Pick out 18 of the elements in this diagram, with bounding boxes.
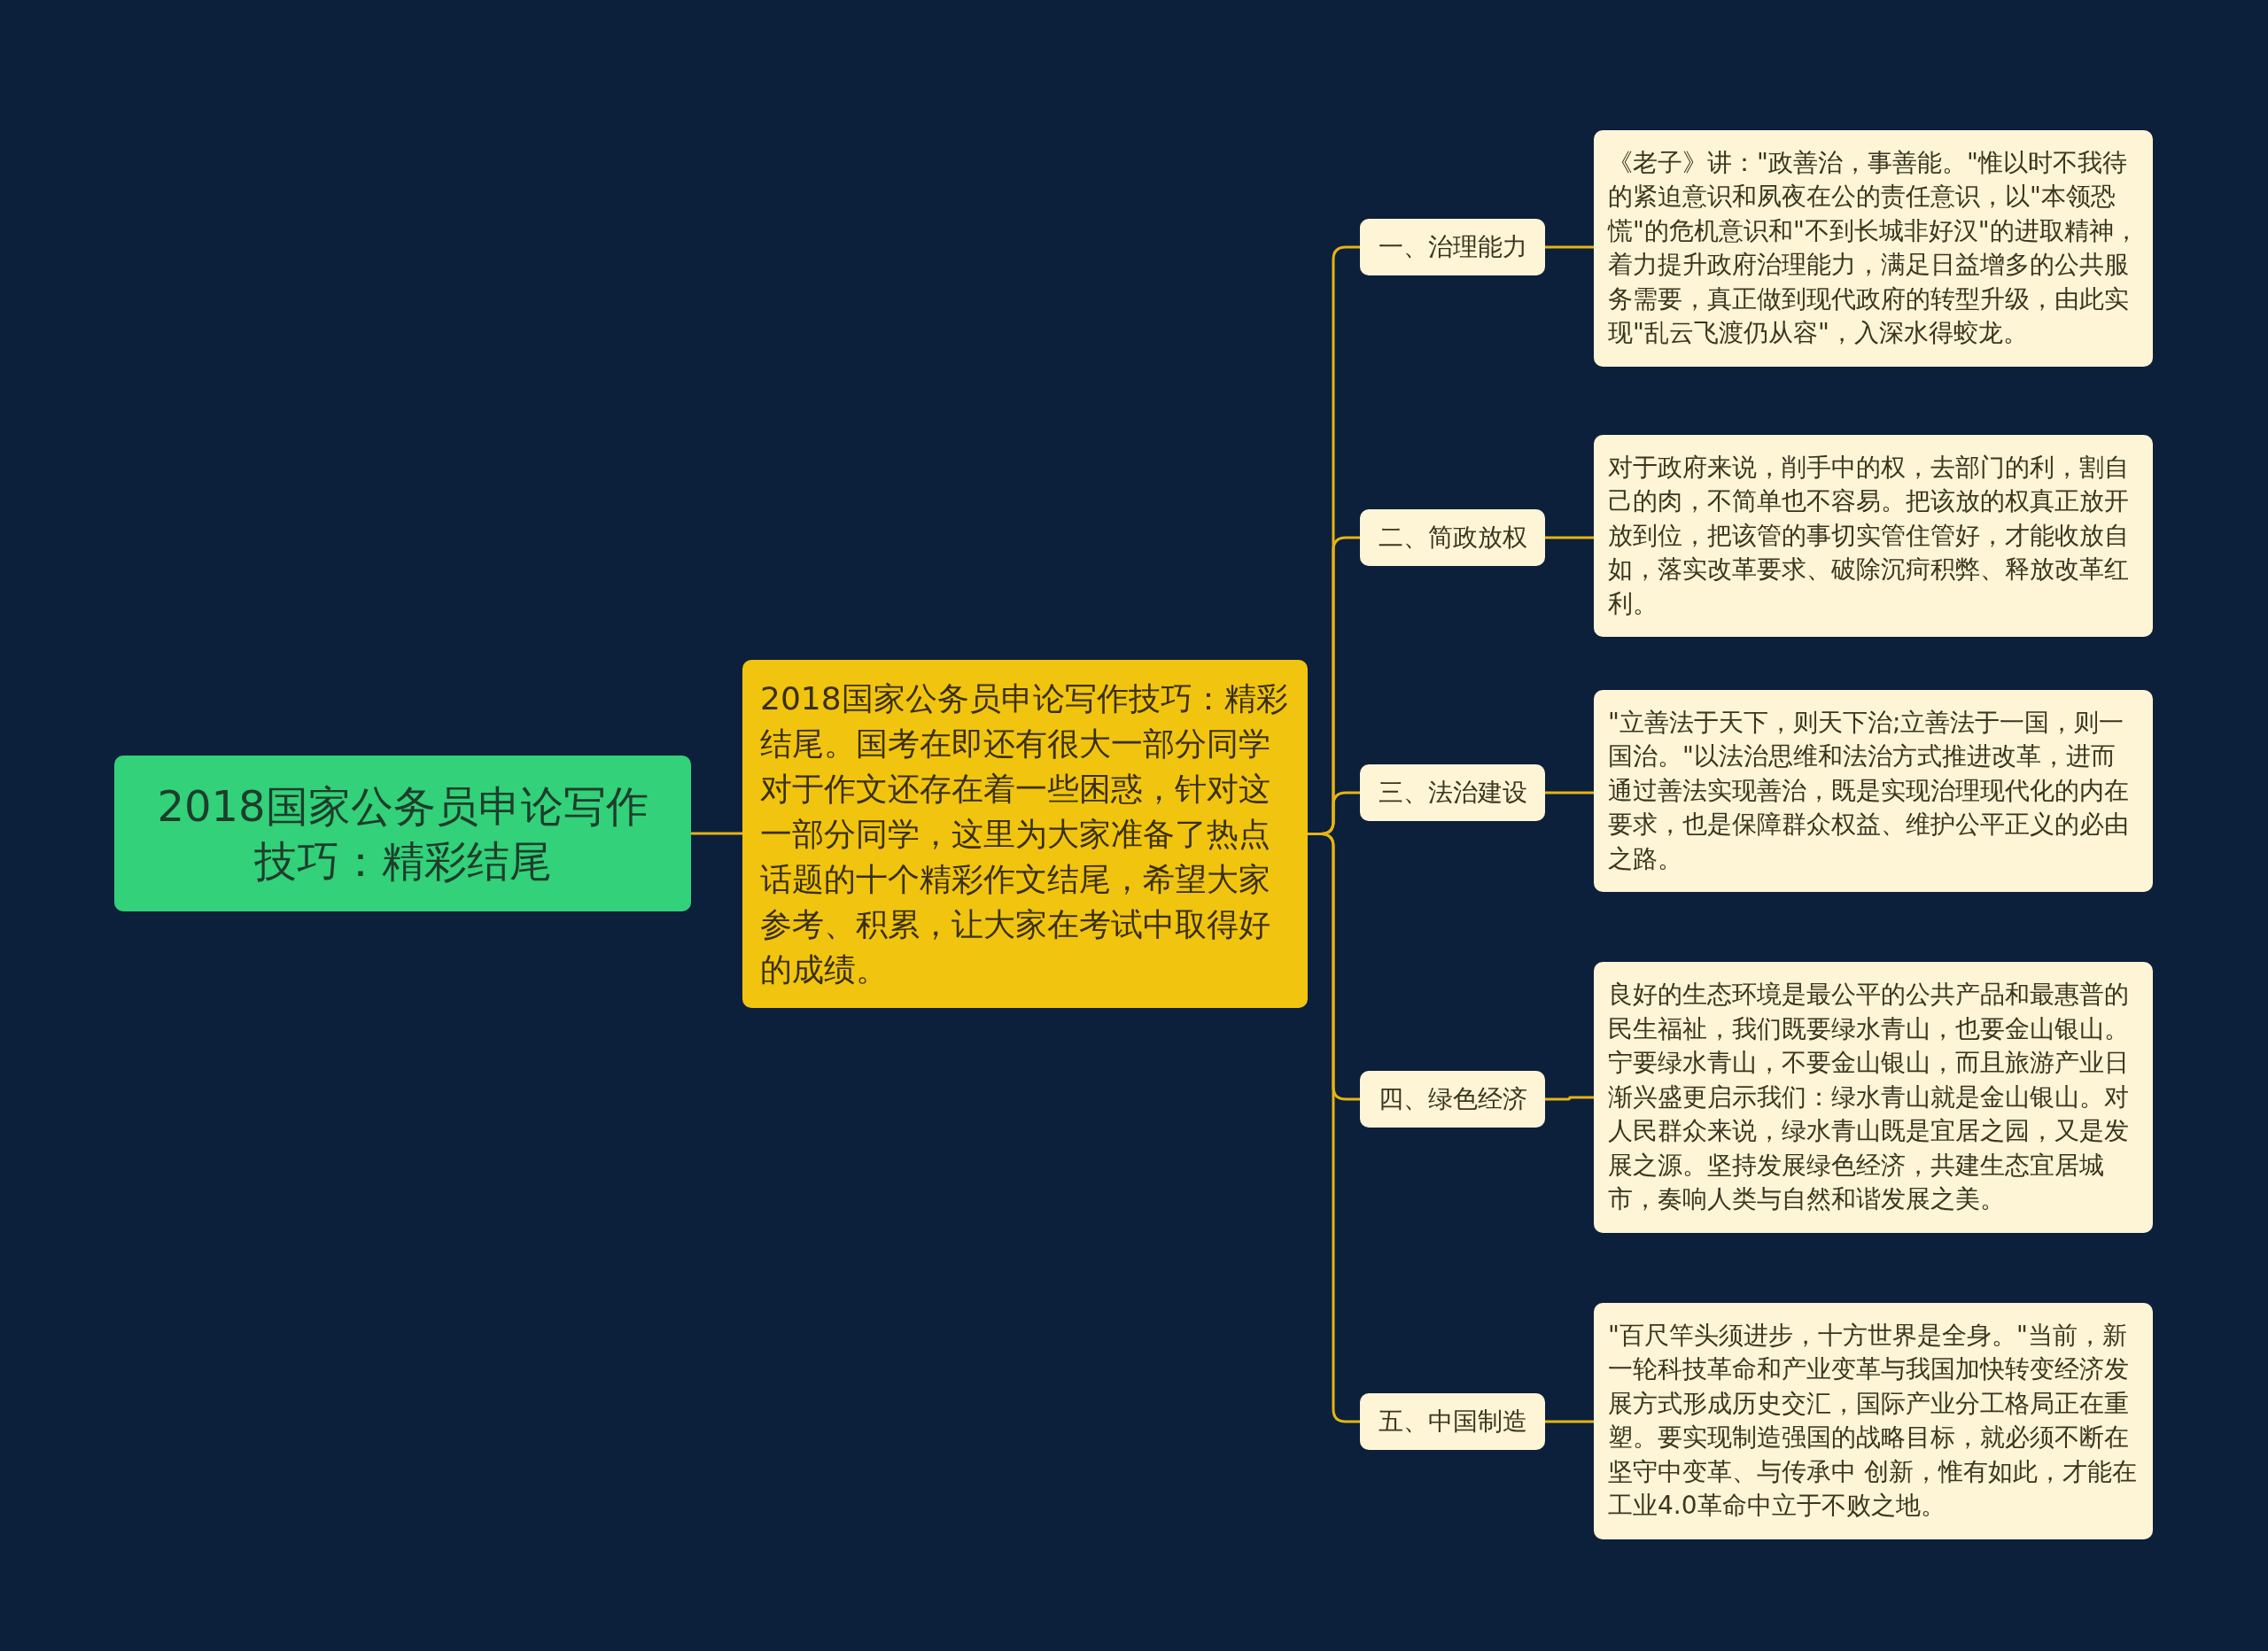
summary-box: 2018国家公务员申论写作技巧：精彩结尾。国考在即还有很大一部分同学对于作文还存在着一些困惑，针对这一部分同学，这里为大家准备了热点话题的十个精彩作文结尾，希望大家参考、积累，让大家在考试中取得好的成绩。 xyxy=(742,659,1308,1008)
connector-line xyxy=(1545,245,1594,249)
topic-box: 2018国家公务员申论写作技巧：精彩结尾 xyxy=(114,756,691,911)
branch-box: 三、法治建设 xyxy=(1360,764,1545,821)
note-box: "百尺竿头须进步，十方世界是全身。"当前，新一轮科技革命和产业变革与我国加快转变经济发展方式形成历史交汇，国际产业分工格局正在重塑。要实现制造强国的战略目标，就必须不断在坚守中变革、与传承中 创新，惟有如此，才能在工业4.0革命中立于不败之地。 xyxy=(1594,1302,2153,1539)
note-box: 对于政府来说，削手中的权，去部门的利，割自己的肉，不简单也不容易。把该放的权真正放开放到位，把该管的事切实管住管好，才能收放自如，落实改革要求、破除沉疴积弊、释放改革红利。 xyxy=(1594,434,2153,637)
connector-line xyxy=(691,832,742,835)
branch-box: 五、中国制造 xyxy=(1360,1393,1545,1450)
connector-line xyxy=(1545,1420,1594,1423)
branch-box: 二、简政放权 xyxy=(1360,509,1545,566)
note-box: 《老子》讲："政善治，事善能。"惟以时不我待的紧迫意识和夙夜在公的责任意识，以"本领恐慌"的危机意识和"不到长城非好汉"的进取精神，着力提升政府治理能力，满足日益增多的公共服务需要，真正做到现代政府的转型升级，由此实现"乱云飞渡仍从容"，入深水得蛟龙。 xyxy=(1594,129,2153,367)
connector-line xyxy=(1545,536,1594,539)
connector-line xyxy=(1545,1096,1594,1101)
branch-box: 一、治理能力 xyxy=(1360,219,1545,275)
note-box: "立善法于天下，则天下治;立善法于一国，则一国治。"以法治思维和法治方式推进改革，进而通过善法实现善治，既是实现治理现代化的内在要求，也是保障群众权益、维护公平正义的必由之路。 xyxy=(1594,689,2153,892)
connector-line xyxy=(1545,791,1594,794)
branch-box: 四、绿色经济 xyxy=(1360,1071,1545,1128)
note-box: 良好的生态环境是最公平的公共产品和最惠普的民生福祉，我们既要绿水青山，也要金山银山。宁要绿水青山，不要金山银山，而且旅游产业日渐兴盛更启示我们：绿水青山就是金山银山。对人民群众来说，绿水青山既是宜居之园，又是发展之源。坚持发展绿色经济，共建生态宜居城市，奏响人类与自然和谐发展之美。 xyxy=(1594,962,2153,1233)
